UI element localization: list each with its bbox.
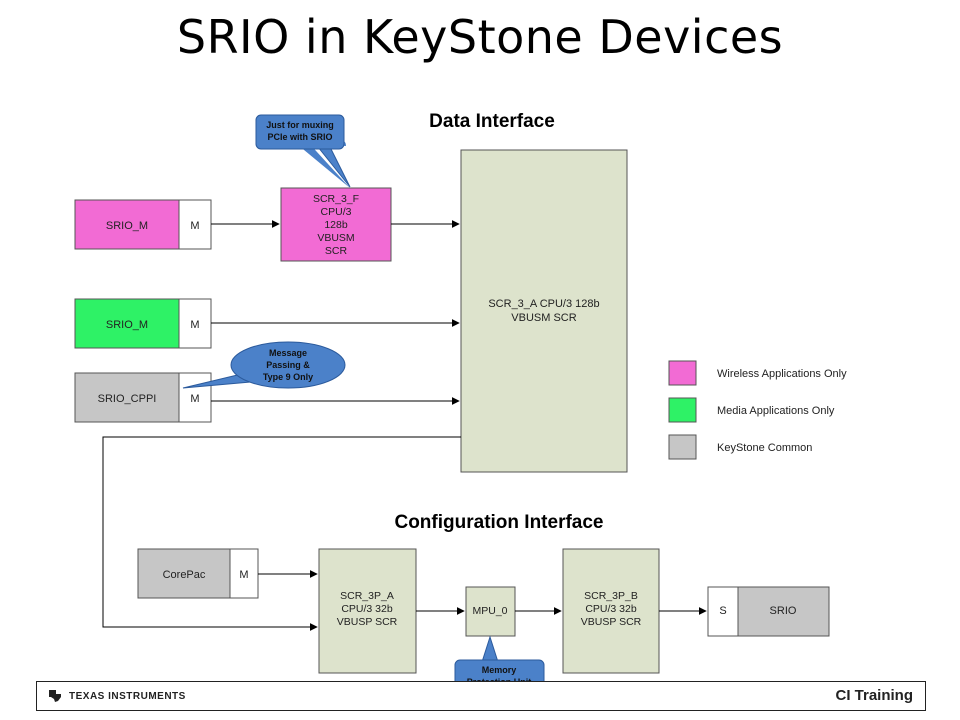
- scr-3-a-line-2: VBUSM SCR: [511, 312, 576, 324]
- scr-3p-b-line-2: CPU/3 32b: [585, 603, 637, 615]
- srio-m-media-label: SRIO_M: [106, 319, 148, 331]
- scr-3p-b-line-1: SCR_3P_B: [584, 590, 638, 602]
- ti-state-icon: [49, 690, 61, 702]
- legend-swatch-wireless: [668, 360, 697, 386]
- connector-scr-3-a-to-scr-3p-a: [102, 436, 461, 631]
- legend-label-common: KeyStone Common: [717, 442, 812, 454]
- data-interface-heading: Data Interface: [429, 111, 555, 132]
- ci-training-brand: CI Training: [835, 687, 913, 704]
- srio-cppi-master: SRIO_CPPI M: [74, 372, 212, 423]
- mpu-0-block: MPU_0: [465, 586, 516, 637]
- srio-slave: S SRIO: [707, 586, 830, 637]
- callout-memory-protection-line-1: Memory: [482, 665, 517, 675]
- callout-message-passing-line-1: Message: [269, 348, 307, 358]
- legend-swatch-media: [668, 397, 697, 423]
- ti-logo-text: TEXAS INSTRUMENTS: [69, 690, 186, 702]
- srio-m-wireless-master: SRIO_M M: [74, 199, 212, 250]
- texas-instruments-logo: TEXAS INSTRUMENTS: [47, 688, 186, 704]
- scr-3-f-line-3: 128b: [324, 219, 348, 231]
- slide-title: SRIO in KeyStone Devices: [176, 10, 784, 64]
- srio-m-wireless-label: SRIO_M: [106, 220, 148, 232]
- scr-3-f-line-4: VBUSM: [317, 232, 354, 244]
- legend-label-media: Media Applications Only: [717, 405, 835, 417]
- srio-m-wireless-port: M: [190, 220, 199, 232]
- srio-cppi-label: SRIO_CPPI: [98, 393, 157, 405]
- scr-3-f-block: SCR_3_F CPU/3 128b VBUSM SCR: [280, 187, 392, 262]
- legend: Wireless Applications Only Media Applica…: [668, 360, 847, 460]
- callout-message-passing: Message Passing & Type 9 Only: [182, 341, 346, 389]
- corepac-port: M: [239, 569, 248, 581]
- srio-m-media-master: SRIO_M M: [74, 298, 212, 349]
- srio-m-media-port: M: [190, 319, 199, 331]
- scr-3-f-line-1: SCR_3_F: [313, 193, 359, 205]
- scr-3p-a-block: SCR_3P_A CPU/3 32b VBUSP SCR: [318, 548, 417, 674]
- scr-3p-a-line-2: CPU/3 32b: [341, 603, 393, 615]
- scr-3-f-line-2: CPU/3: [321, 206, 352, 218]
- mpu-0-label: MPU_0: [472, 605, 507, 617]
- scr-3-a-line-1: SCR_3_A CPU/3 128b: [488, 298, 599, 310]
- srio-slave-label: SRIO: [770, 605, 797, 617]
- scr-3p-b-line-3: VBUSP SCR: [581, 616, 642, 628]
- scr-3p-a-line-1: SCR_3P_A: [340, 590, 394, 602]
- callout-pcie-mux: Just for muxing PCIe with SRIO: [255, 114, 351, 188]
- legend-label-wireless: Wireless Applications Only: [717, 368, 847, 380]
- scr-3p-a-line-3: VBUSP SCR: [337, 616, 398, 628]
- srio-cppi-port: M: [190, 393, 199, 405]
- callout-message-passing-line-2: Passing &: [266, 360, 310, 370]
- corepac-master: CorePac M: [137, 548, 259, 599]
- scr-3-f-line-5: SCR: [325, 245, 348, 257]
- scr-3-a-block: SCR_3_A CPU/3 128b VBUSM SCR: [460, 149, 628, 473]
- callout-pcie-mux-line-2: PCIe with SRIO: [267, 132, 332, 142]
- srio-slave-port: S: [719, 605, 726, 617]
- scr-3p-b-block: SCR_3P_B CPU/3 32b VBUSP SCR: [562, 548, 660, 674]
- legend-swatch-common: [668, 434, 697, 460]
- corepac-label: CorePac: [163, 569, 206, 581]
- footer-bar: TEXAS INSTRUMENTS CI Training: [36, 681, 926, 711]
- config-interface-heading: Configuration Interface: [394, 512, 603, 533]
- callout-pcie-mux-line-1: Just for muxing: [266, 120, 334, 130]
- callout-message-passing-line-3: Type 9 Only: [263, 372, 313, 382]
